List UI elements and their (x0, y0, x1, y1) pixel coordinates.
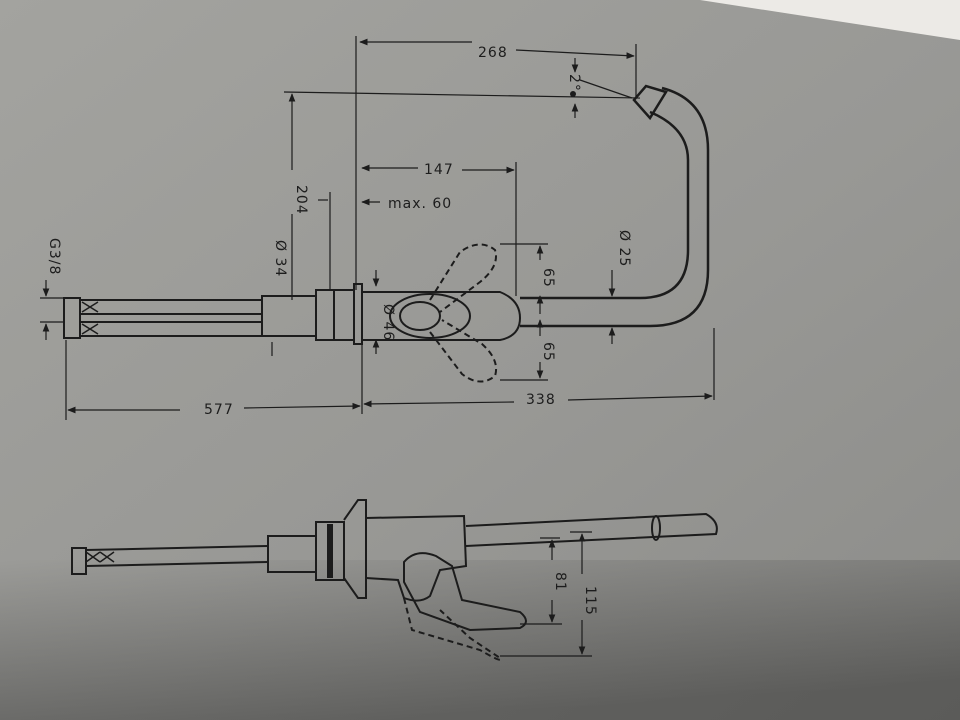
dim-81: 81 (552, 572, 568, 592)
dim-dia-25: Ø 25 (616, 230, 632, 267)
dim-338: 338 (526, 392, 556, 408)
dim-dia-46: Ø 46 (380, 304, 396, 341)
side-view-dimensions: 81 115 (500, 531, 598, 657)
dim-577: 577 (204, 402, 234, 418)
top-view-dimensions: 268 2° 204 147 max. 60 Ø 34 G3/8 Ø 25 (40, 36, 715, 420)
dim-max-60: max. 60 (388, 196, 452, 212)
dim-147: 147 (424, 162, 454, 178)
top-view-drawing (63, 84, 710, 383)
dim-268: 268 (478, 45, 508, 61)
dim-thread: G3/8 (46, 238, 62, 275)
side-view-drawing (71, 499, 718, 661)
bottom-shadow (0, 560, 960, 720)
light-corner (700, 0, 960, 40)
dim-65-up: 65 (540, 268, 556, 288)
dim-angle: 2° (566, 74, 582, 92)
dim-204: 204 (293, 185, 309, 215)
dim-115: 115 (582, 586, 598, 616)
dim-65-down: 65 (540, 342, 556, 362)
dim-dia-34: Ø 34 (272, 240, 288, 277)
